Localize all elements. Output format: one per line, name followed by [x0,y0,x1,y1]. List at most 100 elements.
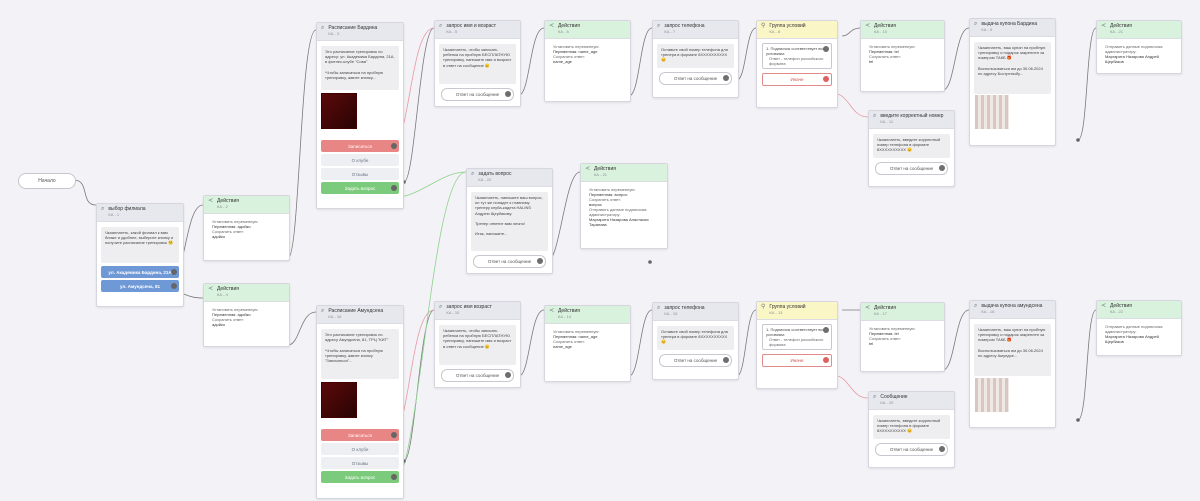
coupon-image [975,95,1009,129]
message-icon: ⌕ [974,303,978,309]
message-text: Чкааплатеть, введите корректный номер те… [873,415,950,439]
action-details: Отправить данные подписчика администрато… [1105,324,1163,344]
connector-dot[interactable] [823,357,829,363]
message-text: Чкааплатеть, ваш купон на пробную тренир… [974,324,1051,376]
connector-dot[interactable] [823,327,829,333]
condition-rule[interactable]: 1. Подписчик соответствует всем условиям… [762,43,832,69]
condition-rule[interactable]: 1. Подписчик соответствует всем условиям… [762,324,832,350]
reply-answer[interactable]: Ответ на сообщение [659,354,732,367]
connector-dot[interactable] [723,75,729,81]
share-icon: ≺ [1101,303,1107,309]
share-icon: ≺ [549,308,555,314]
reply-answer[interactable]: Ответ на сообщение [875,443,948,456]
action-details: Установить переменную:Переменная: вопрос… [589,187,649,227]
message-icon: ⌕ [439,23,443,29]
connector-dot[interactable] [537,258,543,264]
reply-answer[interactable]: Ответ на сообщение [659,72,732,85]
message-text: Оставьте свой номер телефона для тренера… [657,326,734,350]
node-title: выбор филиала [108,206,146,212]
connector-dot[interactable] [723,357,729,363]
schedule-image [321,382,357,418]
message-text: Чкааплатеть, напишите ваш вопрос, он тут… [471,192,548,251]
share-icon: ≺ [865,305,871,311]
node-id: КА - 1 [108,212,120,217]
connector-dot[interactable] [939,165,945,171]
connector-dot[interactable] [171,269,177,275]
message-icon: ⌕ [101,206,105,212]
button-about[interactable]: О клубе [321,154,399,166]
reply-answer[interactable]: Ответ на сообщение [441,88,514,101]
button-amundsena[interactable]: ул. Амундсена, 81 [101,280,179,292]
button-signup[interactable]: Записаться [321,429,399,441]
connector-dot[interactable] [391,185,397,191]
message-icon: ⌕ [657,23,661,29]
share-icon: ≺ [549,23,555,29]
connector-dot[interactable] [939,446,945,452]
message-icon: ⌕ [321,308,325,314]
message-icon: ⌕ [471,171,475,177]
reply-answer[interactable]: Ответ на сообщение [473,255,546,268]
action-details: Отправить данные подписчика администрато… [1105,44,1163,64]
connector-dot[interactable] [391,474,397,480]
button-reviews[interactable]: Отзывы [321,457,399,469]
filter-icon: ⚲ [761,23,766,29]
message-text: Оставьте свой номер телефона для тренера… [657,44,734,68]
start-node[interactable]: Начало [18,173,76,189]
connector-dot[interactable] [391,143,397,149]
button-reviews[interactable]: Отзывы [321,168,399,180]
share-icon: ≺ [208,286,214,292]
else-branch[interactable]: Иначе [762,354,832,367]
connector-dot[interactable] [391,432,397,438]
message-text: Это расписание тренировок по адресу: ул.… [321,46,399,90]
message-text: Это расписание тренировок по адресу Амун… [321,329,399,379]
connector-dot[interactable] [823,46,829,52]
else-branch[interactable]: Иначе [762,73,832,86]
button-ask[interactable]: Задать вопрос [321,182,399,194]
button-ask[interactable]: Задать вопрос [321,471,399,483]
message-icon: ⌕ [321,25,325,31]
connector-dot[interactable] [823,76,829,82]
message-icon: ⌕ [657,305,661,311]
action-details: Установить переменную:Переменная: name_a… [553,44,600,64]
coupon-image [975,378,1009,412]
reply-answer[interactable]: Ответ на сообщение [441,369,514,382]
message-icon: ⌕ [873,113,877,119]
button-about[interactable]: О клубе [321,443,399,455]
button-signup[interactable]: Записаться [321,140,399,152]
schedule-image [321,93,357,129]
action-details: Установить переменную:Переменная: name_a… [553,329,600,349]
button-bardina[interactable]: ул. Академика Бардина, 21А [101,266,179,278]
connector-dot[interactable] [505,372,511,378]
connector-dot[interactable] [171,283,177,289]
message-icon: ⌕ [974,21,978,27]
reply-answer[interactable]: Ответ на сообщение [875,162,948,175]
action-details: Установить переменную:Переменная: адойко… [212,219,259,239]
connector-dot[interactable] [505,91,511,97]
message-text: Чкааплатеть, ваш купон на пробную тренир… [974,42,1051,94]
message-text: Чкааплатеть, чтобы записать ребенка на п… [439,44,516,84]
